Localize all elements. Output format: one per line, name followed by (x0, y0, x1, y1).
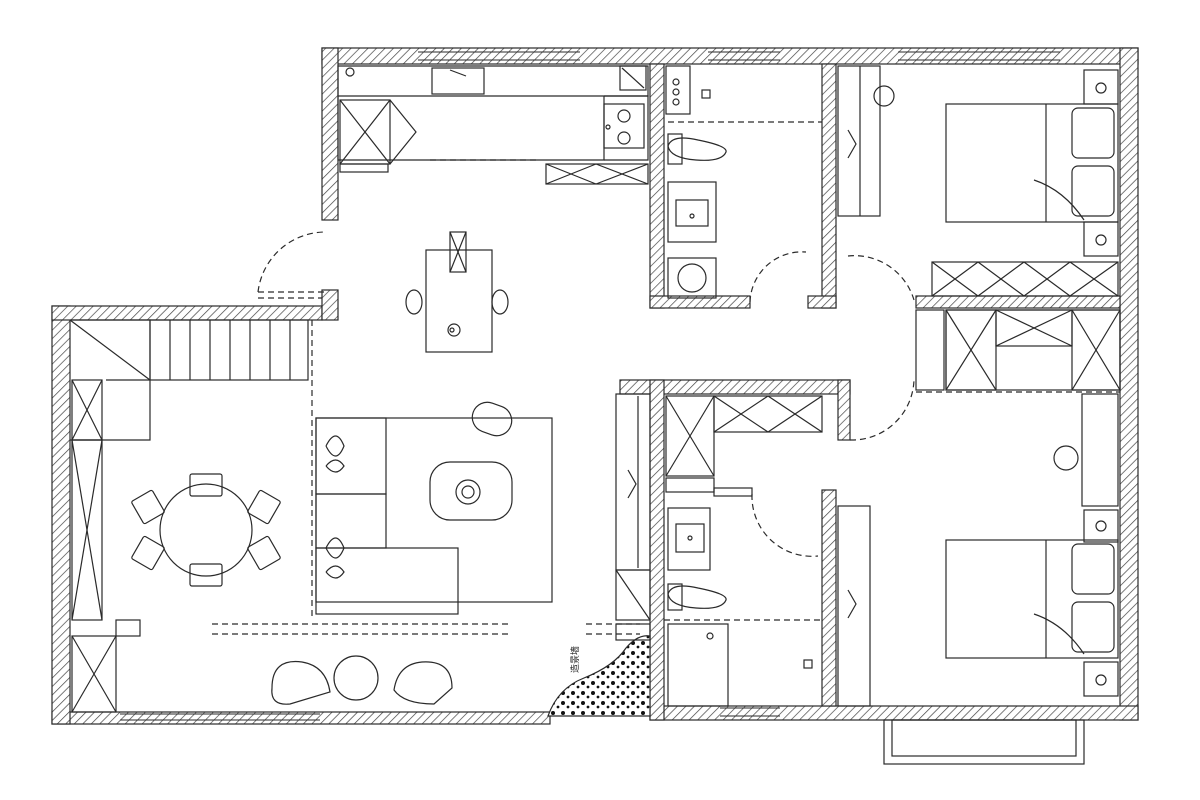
corridor-cabinets (615, 393, 651, 641)
round-dining-table (131, 473, 281, 587)
doors (212, 121, 1120, 635)
washing-machine (667, 257, 717, 299)
dining-island (405, 231, 509, 353)
coffee-table (429, 461, 513, 521)
bedroom-1 (837, 65, 1119, 297)
lower-bathroom (665, 395, 823, 707)
wardrobe-2 (945, 309, 1121, 391)
bed-2 (945, 539, 1119, 659)
upper-bathroom (665, 65, 727, 299)
staircase (69, 319, 309, 441)
stove (603, 103, 645, 149)
shower-tray (667, 623, 729, 707)
lower-bath-sink (667, 507, 711, 571)
interior-walls (619, 63, 1121, 721)
balcony (883, 719, 1085, 765)
feature-wall (547, 635, 651, 717)
exterior-walls (51, 47, 1139, 725)
feature-wall-label: 造景墙 (569, 646, 581, 673)
bedroom-2 (837, 309, 1121, 707)
bed-1 (945, 103, 1119, 223)
storage-cabinets-left (71, 379, 141, 713)
upper-bath-sink (667, 181, 717, 243)
wardrobe-1 (931, 261, 1119, 297)
kitchen (337, 65, 649, 185)
windows (120, 51, 1060, 721)
lounge-chairs (271, 655, 453, 705)
kitchen-sink (431, 67, 485, 95)
living-sofa (315, 417, 553, 615)
armchair (471, 401, 513, 437)
